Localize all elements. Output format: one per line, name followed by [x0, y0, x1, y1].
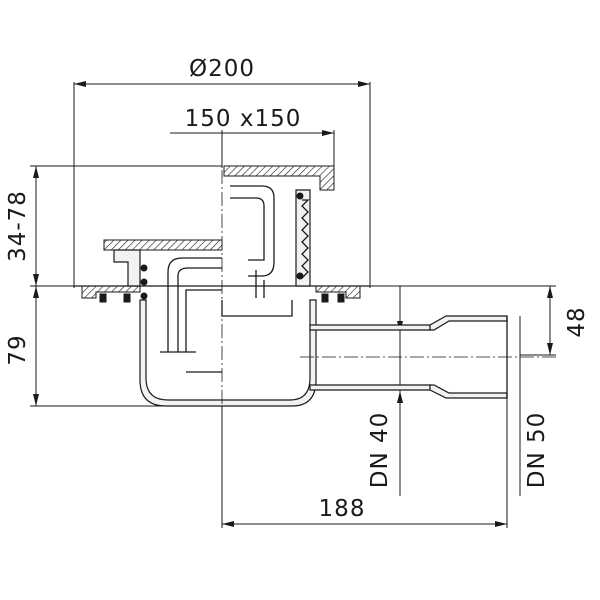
height-range-dimension: 34-78	[5, 165, 222, 286]
diameter-label: Ø200	[189, 56, 255, 82]
height-range-label: 34-78	[5, 190, 31, 262]
outlet-height-label: 48	[564, 306, 590, 337]
dn40-label: DN 40	[367, 412, 393, 489]
riser-thread	[301, 199, 310, 279]
dn50-dimension: DN 50	[519, 316, 550, 496]
dn40-dimension: DN 40	[367, 286, 403, 496]
diameter-dimension: Ø200	[73, 56, 371, 288]
square-label: 150 x150	[185, 106, 302, 132]
body-height-dimension: 79	[5, 285, 200, 407]
square-dimension: 150 x150	[170, 106, 335, 168]
outlet-height-dimension: 48	[370, 285, 590, 356]
length-dimension: 188	[221, 396, 508, 528]
dn50-label: DN 50	[524, 412, 550, 489]
drain-body	[74, 165, 556, 420]
length-label: 188	[319, 496, 366, 522]
body-height-label: 79	[5, 334, 31, 365]
